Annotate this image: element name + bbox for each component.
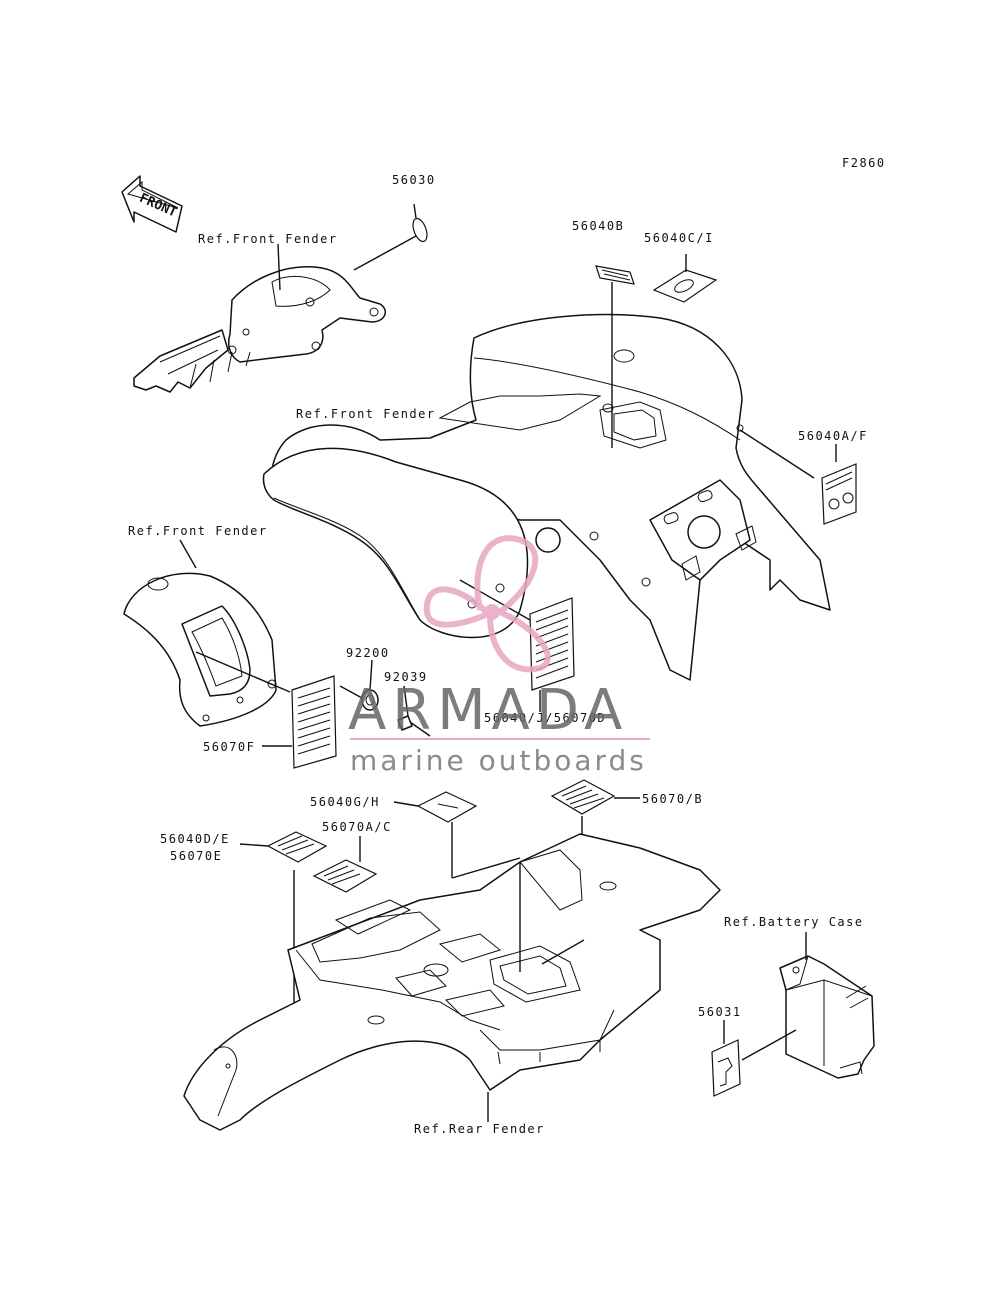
part-number-56070B: 56070/B (642, 792, 704, 806)
decal-56070F (291, 675, 337, 769)
rear-fender (183, 833, 721, 1131)
part-number-92039: 92039 (384, 670, 428, 684)
front-arrow-icon: FRONT (121, 175, 183, 233)
watermark-name: ARMADA (348, 678, 629, 743)
ref-front-fender-label: Ref.Front Fender (198, 232, 338, 246)
ref-front-fender-label: Ref.Front Fender (296, 407, 436, 421)
part-number-56040CI: 56040C/I (644, 231, 714, 245)
watermark-divider (350, 738, 650, 740)
front-fender-main (262, 313, 831, 681)
decal-56040B (595, 265, 635, 285)
part-number-56040AF: 56040A/F (798, 429, 868, 443)
part-number-56040DE: 56040D/E (160, 832, 230, 846)
decal-56040CI (652, 269, 718, 303)
ref-battery-case-label: Ref.Battery Case (724, 915, 864, 929)
part-number-56070E: 56070E (170, 849, 223, 863)
decal-56040DE (266, 831, 328, 863)
decal-56070AC (312, 859, 378, 893)
decal-56040J (529, 597, 575, 691)
battery-case (779, 955, 875, 1079)
part-number-56070AC: 56070A/C (322, 820, 392, 834)
part-number-56040B: 56040B (572, 219, 625, 233)
figure-code: F2860 (842, 156, 886, 170)
decal-56040AF (821, 463, 857, 525)
decal-56040GH (416, 791, 478, 823)
ref-rear-fender-label: Ref.Rear Fender (414, 1122, 545, 1136)
part-number-56040J: 56040/J/56070D (484, 711, 607, 725)
decal-56070B (550, 779, 616, 815)
ref-front-fender-label: Ref.Front Fender (128, 524, 268, 538)
part-number-56031: 56031 (698, 1005, 742, 1019)
part-number-56070F: 56070F (203, 740, 256, 754)
part-number-92200: 92200 (346, 646, 390, 660)
part-number-56040GH: 56040G/H (310, 795, 380, 809)
screw-92039 (397, 715, 431, 737)
front-fender-upper-left (133, 266, 387, 393)
decal-56030 (412, 217, 428, 243)
part-number-56030: 56030 (392, 173, 436, 187)
armada-logo-icon (423, 535, 551, 673)
front-fender-left (123, 572, 277, 727)
decal-56031 (711, 1039, 741, 1097)
watermark-tagline: marine outboards (350, 744, 647, 777)
